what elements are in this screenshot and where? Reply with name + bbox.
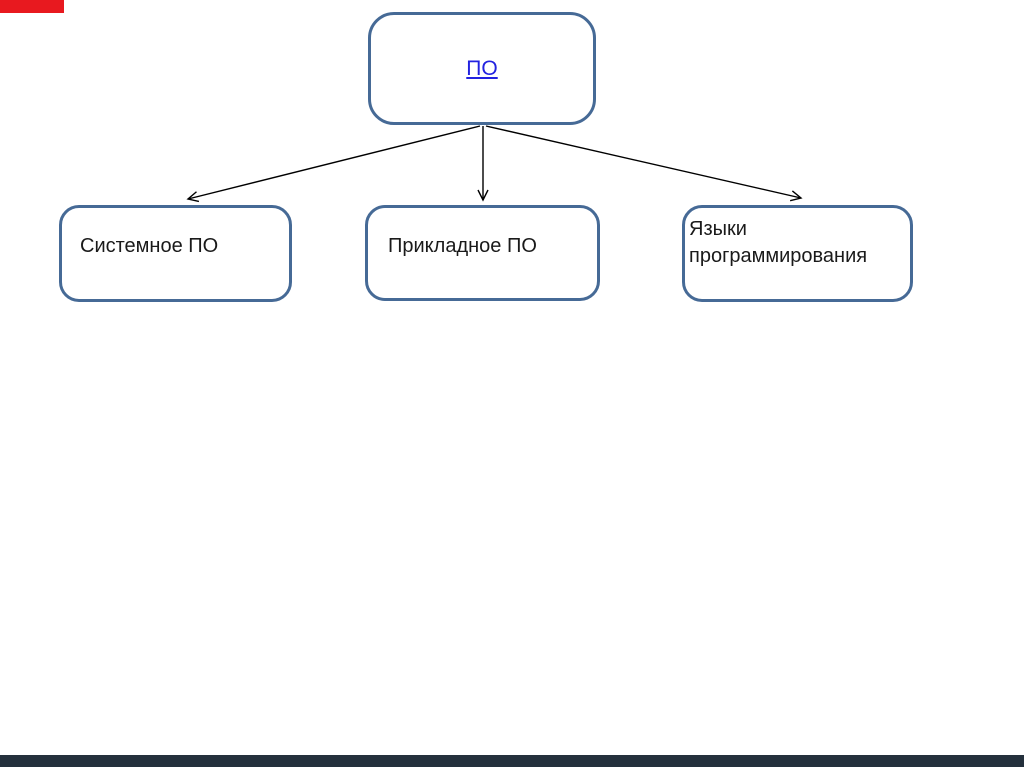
viewer-progress-bar <box>0 0 64 13</box>
node-label: Языки программирования <box>689 218 868 267</box>
node-yazyki-programmirovaniya: Языки программирования <box>682 205 913 302</box>
node-sistemnoe-po: Системное ПО <box>59 205 292 302</box>
viewer-bottom-bar <box>0 755 1024 767</box>
node-label: Системное ПО <box>80 235 219 257</box>
node-po: ПО <box>368 12 596 125</box>
arrow-root-to-left <box>186 125 481 203</box>
node-prikladnoe-po: Прикладное ПО <box>365 205 600 301</box>
arrow-root-to-right <box>485 125 803 202</box>
node-label: Прикладное ПО <box>388 235 537 257</box>
po-link[interactable]: ПО <box>466 57 498 80</box>
